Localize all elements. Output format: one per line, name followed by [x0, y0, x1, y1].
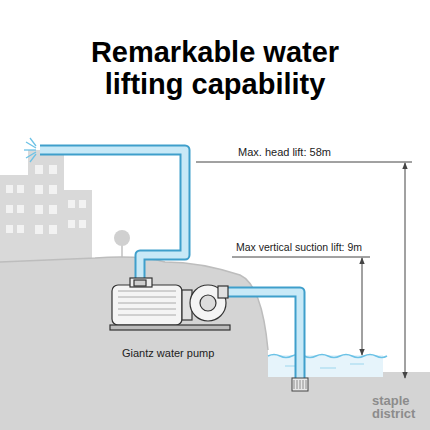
- pipe: [40, 150, 300, 380]
- dimension-label: Max vertical suction lift: 9m: [236, 241, 362, 254]
- strainer: [292, 378, 308, 391]
- tree: [114, 230, 130, 258]
- dimension-lines: [196, 162, 412, 378]
- pump: [110, 278, 230, 330]
- water: [268, 355, 387, 378]
- ground-edge: [0, 257, 268, 350]
- watermark: staple district: [372, 394, 424, 420]
- part-label: Giantz water pump: [122, 347, 214, 360]
- ground: [0, 257, 430, 430]
- title: Remarkable water lifting capability: [65, 36, 365, 101]
- dimension-label: Max. head lift: 58m: [238, 146, 331, 159]
- building: [0, 150, 92, 265]
- water-spray: [24, 138, 36, 162]
